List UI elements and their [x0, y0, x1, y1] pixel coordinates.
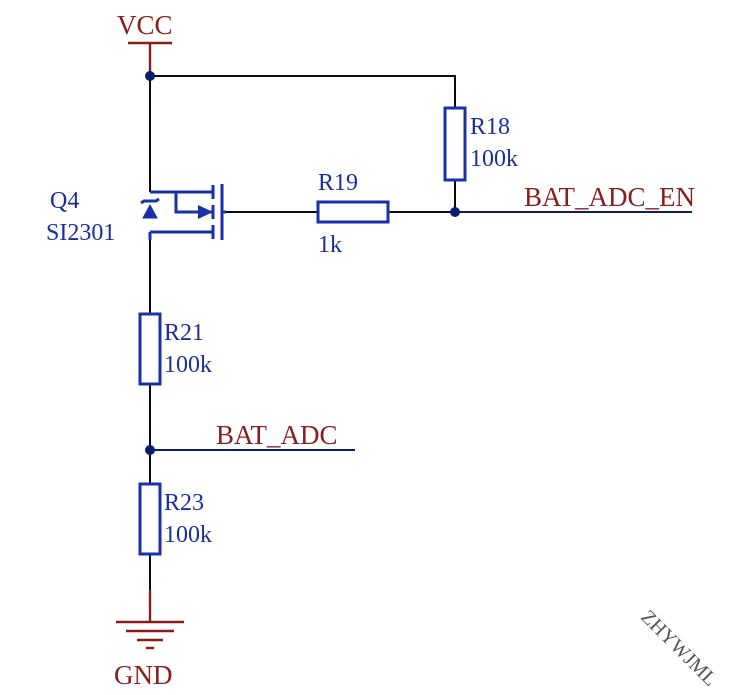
junction-bat-adc-en — [450, 207, 460, 217]
q4-part: SI2301 — [46, 220, 115, 246]
junction-bat-adc — [145, 445, 155, 455]
net-label-bat-adc-en: BAT_ADC_EN — [524, 182, 695, 212]
r23-ref: R23 — [164, 490, 204, 516]
vcc-label: VCC — [117, 10, 173, 40]
mosfet-q4[interactable]: Q4 SI2301 — [46, 184, 226, 246]
gnd-power-symbol: GND — [114, 590, 184, 690]
resistor-r23[interactable]: R23 100k — [138, 482, 212, 556]
q4-ref: Q4 — [50, 188, 79, 214]
r21-ref: R21 — [164, 320, 204, 346]
r23-value: 100k — [164, 522, 212, 548]
r21-value: 100k — [164, 352, 212, 378]
resistor-r21[interactable]: R21 100k — [138, 312, 212, 386]
junction-vcc — [145, 71, 155, 81]
r18-ref: R18 — [470, 114, 510, 140]
wires — [149, 75, 456, 590]
r18-value: 100k — [470, 146, 518, 172]
r19-ref: R19 — [318, 170, 358, 196]
resistor-r18[interactable]: R18 100k — [443, 106, 518, 182]
watermark: ZHYWJML — [636, 606, 721, 691]
gnd-label: GND — [114, 660, 173, 690]
r19-value: 1k — [318, 232, 342, 258]
net-label-bat-adc: BAT_ADC — [216, 420, 338, 450]
wire-vcc-rail — [150, 75, 456, 108]
q4-channel-arrow-icon — [198, 205, 213, 219]
vcc-power-symbol: VCC — [117, 10, 173, 76]
resistor-r19[interactable]: R19 1k — [316, 170, 390, 258]
q4-body-diode-icon — [142, 203, 158, 219]
